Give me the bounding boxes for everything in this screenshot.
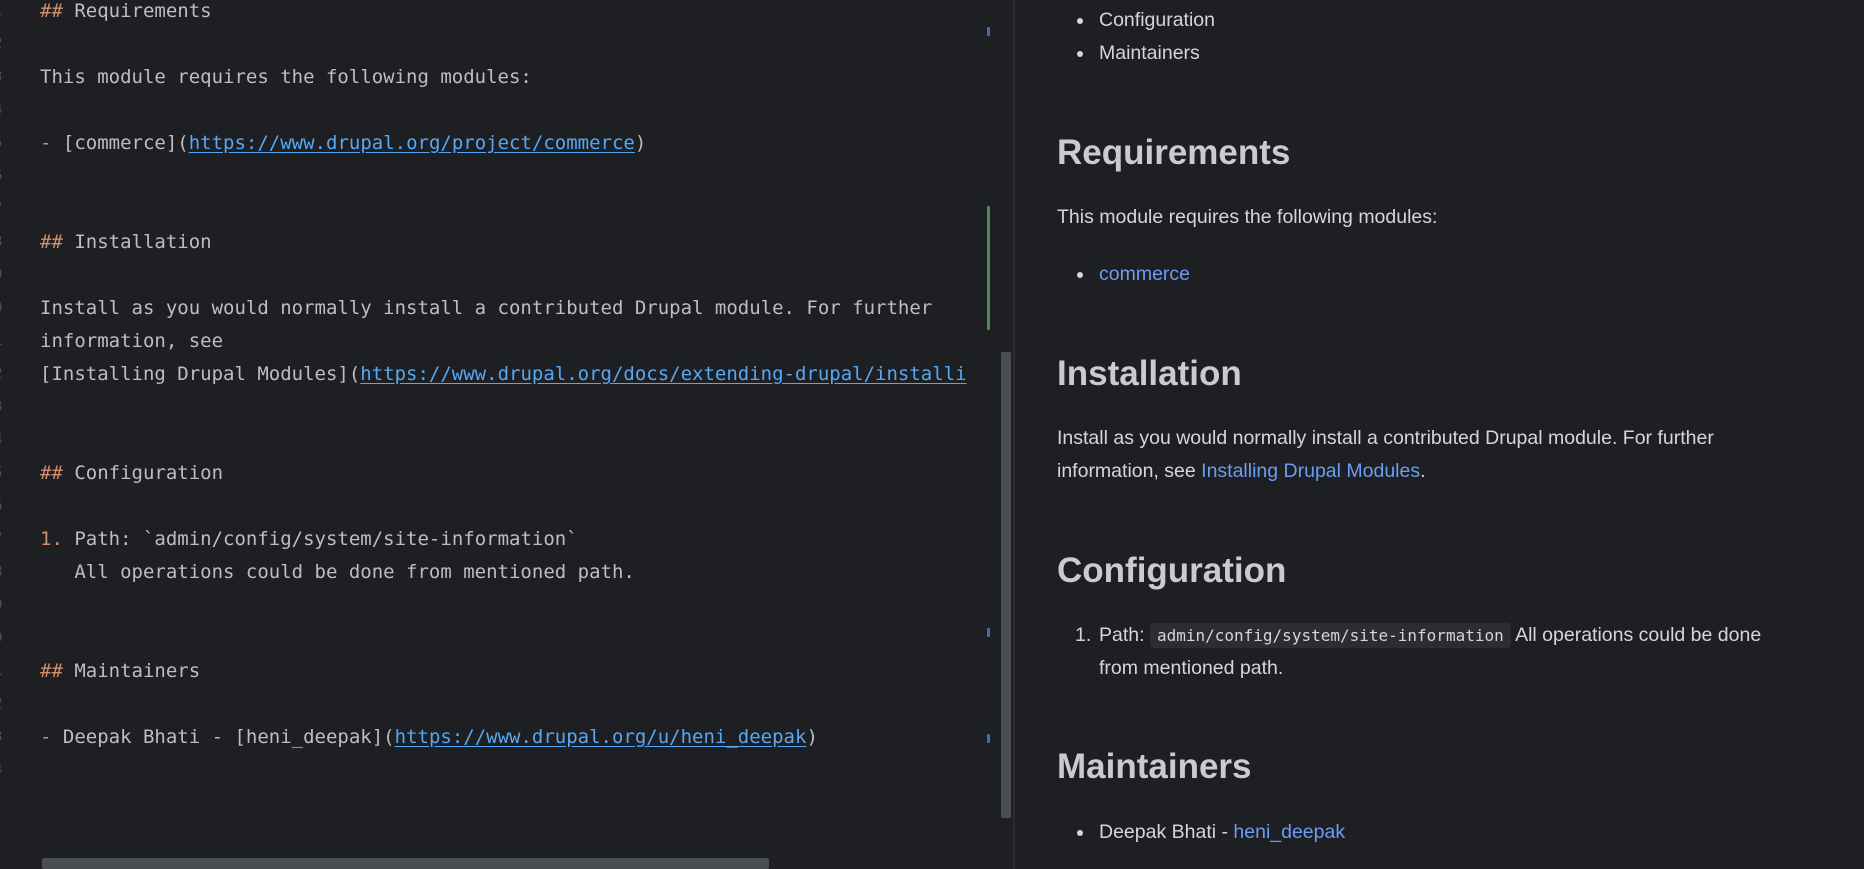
line-number: 3	[0, 61, 10, 94]
line-number: 1	[0, 0, 10, 28]
maintainer-name: Deepak Bhati -	[1099, 821, 1234, 843]
code-url[interactable]: https://www.drupal.org/project/commerce	[188, 132, 635, 154]
code-line[interactable]: ## Configuration	[40, 462, 223, 495]
heading-requirements: Requirements	[1057, 133, 1291, 172]
code-text: Path: `admin/config/system/site-informat…	[74, 528, 578, 550]
heading-mark: ##	[40, 231, 75, 253]
change-marker[interactable]	[987, 27, 990, 36]
code-text: [commerce](	[62, 132, 189, 154]
code-line[interactable]: [Installing Drupal Modules](https://www.…	[40, 363, 967, 396]
markdown-editor[interactable]: 1 2 3 4 5 6 7 8 9 0 1 2 3 4 5 6 7 8 9 0 …	[0, 0, 1013, 869]
code-text: This module requires the following modul…	[40, 66, 532, 88]
line-number: 3	[0, 391, 10, 424]
code-line[interactable]: Install as you would normally install a …	[40, 297, 932, 330]
code-line[interactable]: All operations could be done from mentio…	[40, 561, 635, 594]
requirements-intro: This module requires the following modul…	[1057, 206, 1438, 228]
line-number: 3	[0, 721, 10, 754]
code-line[interactable]: 1. Path: `admin/config/system/site-infor…	[40, 528, 578, 561]
code-line[interactable]: - [commerce](https://www.drupal.org/proj…	[40, 132, 646, 165]
markdown-preview: Configuration Maintainers Requirements T…	[1015, 0, 1864, 869]
line-number-gutter: 1 2 3 4 5 6 7 8 9 0 1 2 3 4 5 6 7 8 9 0 …	[0, 0, 14, 869]
line-number: 9	[0, 259, 10, 292]
line-number: 9	[0, 589, 10, 622]
list-bullet	[1077, 18, 1083, 24]
line-number: 1	[0, 655, 10, 688]
list-item: Path: admin/config/system/site-informati…	[1099, 619, 1761, 652]
toc-item: Configuration	[1099, 9, 1215, 31]
code-text: information, see	[40, 330, 224, 352]
code-url[interactable]: https://www.drupal.org/docs/extending-dr…	[360, 363, 967, 385]
heading-mark: ##	[40, 0, 75, 22]
line-number: 1	[0, 325, 10, 358]
list-bullet	[1077, 51, 1083, 57]
installation-end: .	[1420, 460, 1426, 482]
list-bullet	[1077, 830, 1083, 836]
code-url[interactable]: https://www.drupal.org/u/heni_deepak	[394, 726, 807, 748]
list-number: 1.	[1075, 624, 1092, 646]
list-item: Deepak Bhati - heni_deepak	[1099, 816, 1345, 849]
config-text: All operations could be done	[1510, 624, 1762, 646]
list-mark: -	[40, 726, 63, 748]
installation-text: Install as you would normally install a …	[1057, 422, 1817, 488]
line-number: 5	[0, 127, 10, 160]
commerce-link[interactable]: commerce	[1099, 263, 1191, 285]
pane-splitter[interactable]	[1013, 0, 1015, 869]
line-number: 5	[0, 457, 10, 490]
code-text: Installation	[74, 231, 212, 253]
list-bullet	[1077, 272, 1083, 278]
code-text: All operations could be done from mentio…	[40, 561, 635, 583]
line-number: 2	[0, 28, 10, 61]
heading-mark: ##	[40, 462, 75, 484]
line-number: 6	[0, 490, 10, 523]
list-number-mark: 1.	[40, 528, 75, 550]
line-number: 2	[0, 688, 10, 721]
list-item-continuation: from mentioned path.	[1099, 657, 1284, 679]
list-item: commerce	[1099, 258, 1190, 291]
change-marker[interactable]	[987, 628, 990, 637]
code-line[interactable]: information, see	[40, 330, 223, 363]
vertical-scrollbar-thumb[interactable]	[1001, 352, 1011, 818]
list-mark: -	[40, 132, 63, 154]
line-number: 4	[0, 754, 10, 787]
inline-code: admin/config/system/site-information	[1149, 623, 1511, 648]
code-text: )	[634, 132, 647, 154]
code-text: Install as you would normally install a …	[40, 297, 933, 319]
line-number: 8	[0, 226, 10, 259]
installation-body: Install as you would normally install a …	[1057, 427, 1714, 482]
code-line[interactable]: This module requires the following modul…	[40, 66, 532, 99]
heading-maintainers: Maintainers	[1057, 747, 1252, 786]
line-number: 7	[0, 193, 10, 226]
horizontal-scrollbar-thumb[interactable]	[42, 858, 769, 869]
code-text: Requirements	[74, 0, 212, 22]
line-number: 0	[0, 292, 10, 325]
code-text: Maintainers	[74, 660, 201, 682]
code-line[interactable]: ## Requirements	[40, 0, 212, 33]
line-number: 4	[0, 94, 10, 127]
line-number: 4	[0, 424, 10, 457]
code-line[interactable]: ## Installation	[40, 231, 212, 264]
line-number: 6	[0, 160, 10, 193]
code-text: Deepak Bhati - [heni_deepak](	[62, 726, 395, 748]
line-number: 2	[0, 358, 10, 391]
heading-configuration: Configuration	[1057, 551, 1287, 590]
line-number: 0	[0, 622, 10, 655]
code-line[interactable]: ## Maintainers	[40, 660, 200, 693]
line-number: 7	[0, 523, 10, 556]
line-number: 8	[0, 556, 10, 589]
code-text: Configuration	[74, 462, 224, 484]
heading-installation: Installation	[1057, 354, 1242, 393]
added-lines-marker[interactable]	[987, 206, 990, 330]
heading-mark: ##	[40, 660, 75, 682]
code-text: [Installing Drupal Modules](	[40, 363, 361, 385]
config-label: Path:	[1099, 624, 1150, 646]
installing-drupal-modules-link[interactable]: Installing Drupal Modules	[1201, 460, 1421, 482]
heni-deepak-link[interactable]: heni_deepak	[1233, 821, 1346, 843]
toc-item: Maintainers	[1099, 42, 1200, 64]
code-text: )	[806, 726, 818, 748]
change-marker[interactable]	[987, 734, 990, 743]
code-line[interactable]: - Deepak Bhati - [heni_deepak](https://w…	[40, 726, 818, 759]
